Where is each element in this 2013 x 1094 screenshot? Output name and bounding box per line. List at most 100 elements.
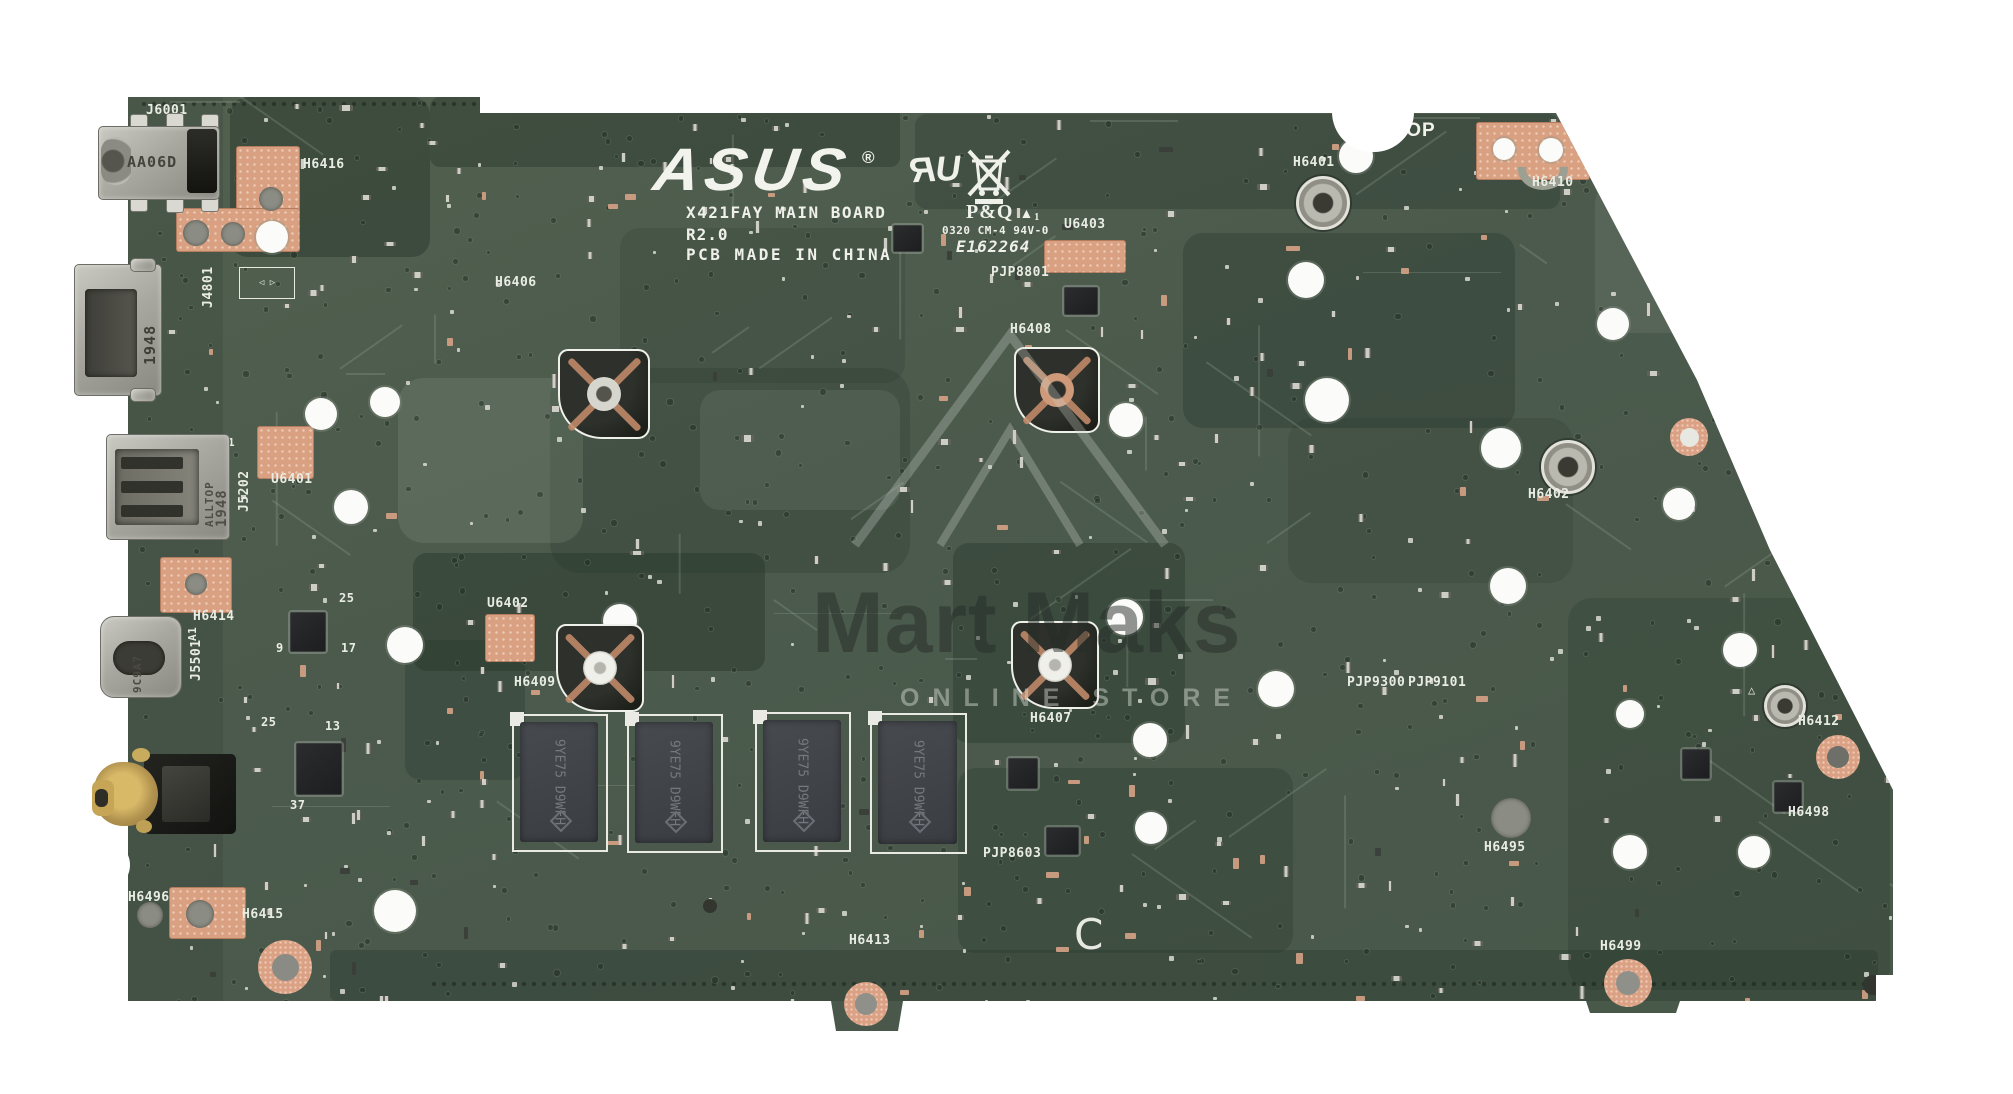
- via: [1765, 560, 1770, 566]
- dark-hole: [703, 899, 717, 913]
- via: [1635, 517, 1640, 522]
- smd-component: [1834, 714, 1842, 721]
- smd-component: [996, 525, 1009, 531]
- smd-component: [942, 579, 954, 586]
- smd-component: [355, 809, 361, 821]
- solder-pad: [924, 210, 929, 215]
- via: [1382, 215, 1388, 220]
- usb3-contact-slot: [121, 505, 183, 517]
- via: [1483, 905, 1488, 911]
- via: [699, 357, 705, 363]
- solder-pad: [1138, 699, 1143, 703]
- via: [1221, 606, 1227, 611]
- smd-component: [456, 167, 462, 175]
- silkscreen-label: H6401: [1293, 155, 1335, 170]
- via: [1816, 879, 1821, 883]
- smd-component: [365, 742, 371, 754]
- via: [459, 554, 465, 560]
- via: [1133, 316, 1137, 320]
- solder-pad: [1177, 654, 1183, 660]
- via: [1756, 867, 1762, 873]
- smd-component: [376, 166, 389, 172]
- solder-pad: [1132, 772, 1136, 776]
- via: [1278, 642, 1284, 648]
- via: [917, 394, 924, 400]
- via: [705, 607, 710, 613]
- smd-component: [919, 929, 925, 938]
- smd-component: [1441, 778, 1447, 787]
- via: [1474, 755, 1479, 760]
- via: [1818, 692, 1825, 698]
- via: [517, 355, 521, 359]
- smd-component: [700, 207, 709, 214]
- solder-pad: [1233, 375, 1239, 381]
- via: [1459, 814, 1463, 819]
- solder-pad: [974, 249, 979, 253]
- via: [437, 604, 443, 610]
- solder-pad: [1258, 298, 1263, 303]
- smd-component: [950, 182, 962, 188]
- via: [1197, 960, 1201, 964]
- silkscreen-label: PJP9101: [1408, 675, 1467, 690]
- smd-component: [1085, 813, 1096, 819]
- via: [577, 478, 583, 483]
- dark-region: [620, 228, 905, 383]
- via: [358, 942, 364, 948]
- solder-pad: [1113, 670, 1119, 676]
- solder-pad: [1404, 205, 1410, 211]
- solder-pad: [1156, 904, 1162, 910]
- via: [1183, 344, 1188, 348]
- smd-component: [1256, 183, 1271, 190]
- via: [477, 193, 483, 199]
- smd-component: [1019, 457, 1024, 469]
- via: [1480, 630, 1486, 637]
- smd-component: [1160, 295, 1167, 306]
- via: [960, 153, 964, 158]
- via: [888, 845, 893, 850]
- via: [798, 463, 802, 468]
- smd-component: [491, 854, 498, 861]
- trace-line: [773, 612, 897, 615]
- silkscreen-label: H6498: [1788, 805, 1830, 820]
- trace-line: [434, 314, 437, 364]
- solder-pad: [1458, 187, 1463, 192]
- via: [878, 665, 883, 670]
- via: [317, 685, 322, 689]
- via: [506, 917, 510, 921]
- via: [1462, 475, 1468, 481]
- ring-pad-hole: [855, 993, 877, 1015]
- memory-chip-outline: [512, 714, 608, 852]
- smd-component: [1067, 779, 1081, 785]
- via: [1106, 715, 1111, 719]
- via: [1598, 307, 1603, 312]
- smd-component: [1258, 353, 1265, 361]
- via: [1583, 187, 1589, 194]
- via: [994, 579, 1000, 584]
- via: [547, 925, 553, 930]
- smd-component: [1176, 893, 1189, 900]
- via: [735, 436, 740, 441]
- ic-chip: [893, 225, 922, 252]
- solder-pad: [1068, 708, 1073, 713]
- via: [417, 101, 422, 105]
- via: [386, 287, 392, 293]
- drill-hole: [387, 627, 423, 663]
- smd-component: [1729, 688, 1743, 695]
- via: [1407, 725, 1412, 730]
- smd-component: [1084, 835, 1089, 844]
- smd-component: [1622, 684, 1628, 693]
- solder-pad: [387, 830, 392, 835]
- smd-component: [351, 812, 356, 824]
- smd-component: [1126, 383, 1139, 389]
- smd-component: [620, 153, 626, 163]
- smd-component: [383, 996, 389, 1006]
- safety-code-text: 0320 CM-4 94V-0: [942, 224, 1049, 237]
- via: [1244, 179, 1248, 183]
- via: [1323, 154, 1327, 159]
- smd-component: [1401, 267, 1410, 274]
- mount-center-hole: [1038, 648, 1072, 682]
- via: [360, 987, 365, 992]
- dark-region: [1288, 418, 1573, 583]
- via: [317, 107, 323, 112]
- via: [361, 220, 365, 225]
